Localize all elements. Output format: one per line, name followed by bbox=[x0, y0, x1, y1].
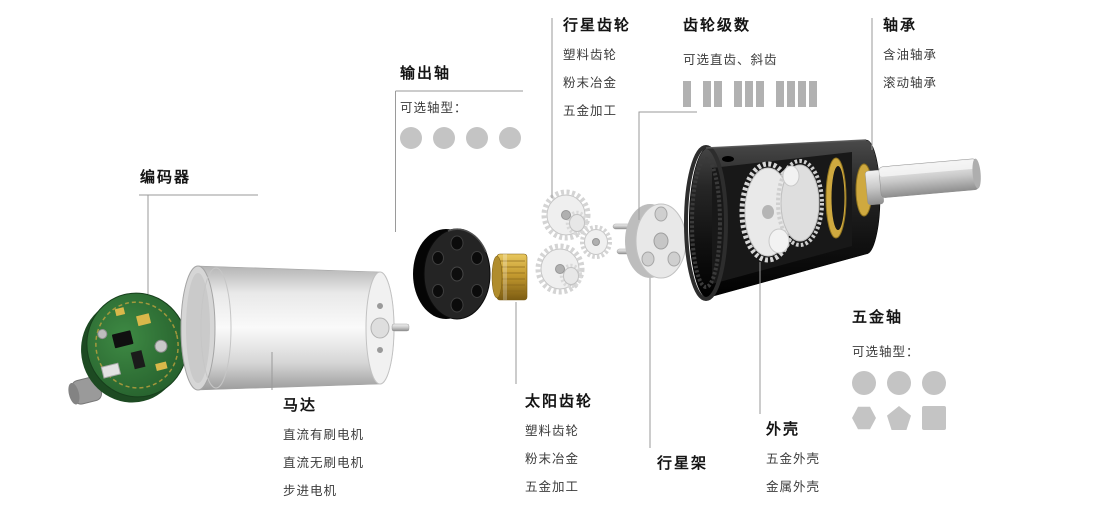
planetary-gear-line-3: 五金加工 bbox=[563, 103, 618, 118]
metal-shaft-label: 五金轴 可选轴型： bbox=[852, 306, 946, 430]
gearbox-housing-part bbox=[684, 139, 881, 301]
gear-stages-leader-line bbox=[638, 111, 697, 220]
gear-stage-bar bbox=[809, 81, 817, 107]
planetary-gear-line-1: 塑料齿轮 bbox=[563, 47, 618, 62]
circle-shape-icon bbox=[400, 127, 422, 149]
gear-stage-icons bbox=[683, 81, 817, 107]
gear-stage-bar bbox=[714, 81, 722, 107]
output-shaft-label: 输出轴 可选轴型： bbox=[400, 62, 521, 149]
bearing-line-2: 滚动轴承 bbox=[883, 75, 938, 90]
planet-carrier-title: 行星架 bbox=[657, 454, 709, 472]
planetary-gear-label: 行星齿轮 塑料齿轮 粉末冶金 五金加工 bbox=[563, 14, 631, 119]
gear-stage-3-icon bbox=[734, 81, 764, 107]
sun-gear-line-1: 塑料齿轮 bbox=[525, 423, 580, 438]
gear-stage-bar bbox=[734, 81, 742, 107]
gear-stages-title: 齿轮级数 bbox=[683, 16, 752, 34]
output-shaft-title: 输出轴 bbox=[400, 64, 452, 82]
sun-gear-line-2: 粉末冶金 bbox=[525, 451, 580, 466]
metal-shaft-subtitle: 可选轴型： bbox=[852, 344, 920, 359]
circle-shape-icon bbox=[433, 127, 455, 149]
output-shaft-subtitle: 可选轴型： bbox=[400, 100, 468, 115]
motor-line-3: 步进电机 bbox=[283, 483, 338, 498]
planetary-gear-title: 行星齿轮 bbox=[563, 16, 632, 34]
encoder-title: 编码器 bbox=[140, 168, 192, 186]
gear-stages-label: 齿轮级数 可选直齿、斜齿 bbox=[683, 14, 817, 107]
bearing-title: 轴承 bbox=[883, 16, 918, 34]
sun-gear-line-3: 五金加工 bbox=[525, 479, 580, 494]
circle-shape-icon bbox=[466, 127, 488, 149]
bearing-label: 轴承 含油轴承 滚动轴承 bbox=[883, 14, 937, 91]
planet-carrier-label: 行星架 bbox=[657, 452, 708, 473]
gear-stage-bar bbox=[703, 81, 711, 107]
motor-part bbox=[180, 265, 410, 391]
circle-shape-icon bbox=[922, 371, 946, 395]
leader-lines bbox=[139, 18, 873, 448]
gear-stage-bar bbox=[776, 81, 784, 107]
motor-label: 马达 直流有刷电机 直流无刷电机 步进电机 bbox=[283, 394, 364, 499]
motor-line-1: 直流有刷电机 bbox=[283, 427, 365, 442]
gear-stage-1-icon bbox=[683, 81, 691, 107]
gear-stage-bar bbox=[745, 81, 753, 107]
gear-stage-bar bbox=[683, 81, 691, 107]
gear-stage-2-icon bbox=[703, 81, 722, 107]
gear-stage-bar bbox=[798, 81, 806, 107]
housing-line-2: 金属外壳 bbox=[766, 479, 821, 494]
motor-title: 马达 bbox=[283, 396, 318, 414]
circle-shape-icon bbox=[499, 127, 521, 149]
metal-shaft-title: 五金轴 bbox=[852, 308, 904, 326]
output-shaft-type-icons bbox=[400, 127, 521, 149]
circle-shape-icon bbox=[887, 371, 911, 395]
encoder-pcb-part bbox=[68, 292, 188, 405]
gear-stages-subtitle: 可选直齿、斜齿 bbox=[683, 52, 778, 67]
housing-label: 外壳 五金外壳 金属外壳 bbox=[766, 418, 820, 495]
sun-gear-part bbox=[491, 253, 528, 301]
square-shape-icon bbox=[922, 406, 946, 430]
planetary-gear-line-2: 粉末冶金 bbox=[563, 75, 618, 90]
hexagon-shape-icon bbox=[852, 406, 876, 430]
gear-stage-4-icon bbox=[776, 81, 817, 107]
housing-line-1: 五金外壳 bbox=[766, 451, 821, 466]
pentagon-shape-icon bbox=[887, 406, 911, 430]
sun-gear-title: 太阳齿轮 bbox=[525, 392, 594, 410]
metal-shaft-type-icons-row2 bbox=[852, 406, 946, 430]
circle-shape-icon bbox=[852, 371, 876, 395]
housing-title: 外壳 bbox=[766, 420, 801, 438]
end-cap-disc-part bbox=[413, 228, 491, 320]
planet-gears-part bbox=[535, 189, 612, 295]
encoder-label: 编码器 bbox=[140, 166, 191, 187]
gear-stage-bar bbox=[787, 81, 795, 107]
motor-line-2: 直流无刷电机 bbox=[283, 455, 365, 470]
metal-shaft-type-icons-row1 bbox=[852, 371, 946, 395]
planet-carrier-part bbox=[625, 203, 687, 279]
sun-gear-label: 太阳齿轮 塑料齿轮 粉末冶金 五金加工 bbox=[525, 390, 593, 495]
output-metal-shaft-part bbox=[855, 158, 981, 217]
bearing-line-1: 含油轴承 bbox=[883, 47, 938, 62]
gear-stage-bar bbox=[756, 81, 764, 107]
